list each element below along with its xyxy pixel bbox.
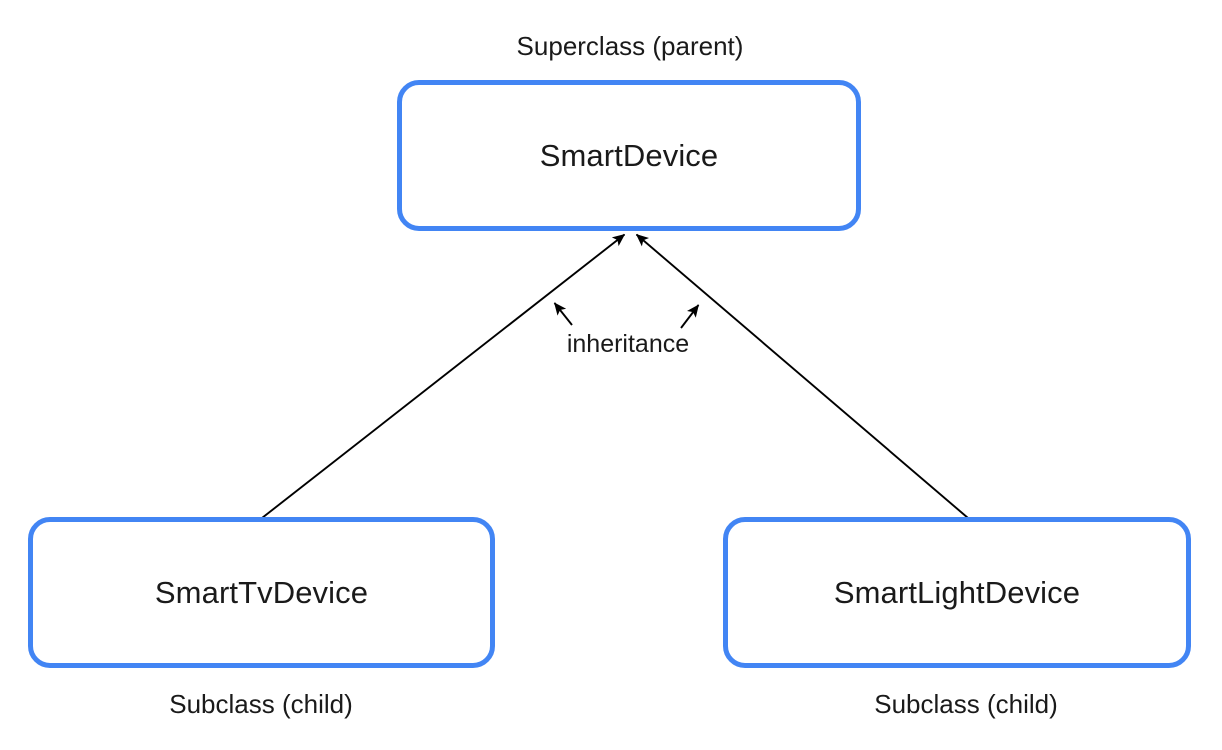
class-box-subclass-light-label: SmartLightDevice	[833, 575, 1081, 610]
subclass-tv-caption: Subclass (child)	[169, 689, 353, 719]
connector-line-light-to-superclass	[635, 233, 969, 519]
superclass-caption: Superclass (parent)	[516, 31, 744, 61]
inheritance-pointer-left-icon	[553, 302, 573, 326]
inheritance-pointer-right-icon	[680, 304, 700, 329]
class-box-subclass-light[interactable]: SmartLightDevice	[723, 517, 1191, 668]
class-box-superclass-label: SmartDevice	[539, 138, 719, 173]
class-box-subclass-tv[interactable]: SmartTvDevice	[28, 517, 495, 668]
class-box-subclass-tv-label: SmartTvDevice	[154, 575, 369, 610]
inheritance-label: inheritance	[566, 330, 690, 358]
class-box-superclass[interactable]: SmartDevice	[397, 80, 861, 231]
subclass-light-caption: Subclass (child)	[874, 689, 1058, 719]
connector-line-tv-to-superclass	[261, 233, 626, 519]
